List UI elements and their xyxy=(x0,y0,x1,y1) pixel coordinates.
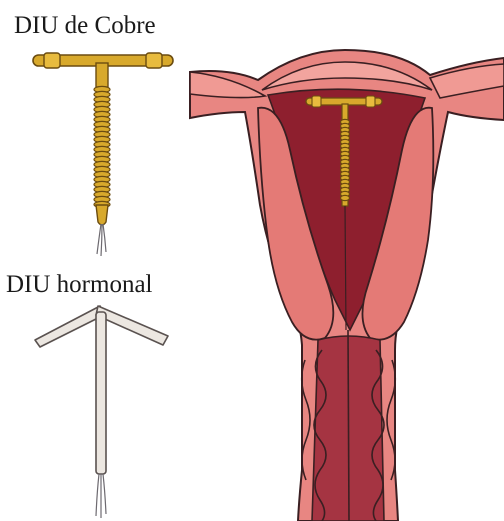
copper-iud-tip xyxy=(96,205,108,225)
inserted-iud-band-right xyxy=(366,96,375,107)
hormonal-iud-left-arm xyxy=(35,306,104,347)
uterus-illustration xyxy=(190,50,504,521)
inserted-iud-coil xyxy=(341,119,350,200)
copper-band-right xyxy=(146,53,162,68)
copper-band-left xyxy=(44,53,60,68)
hormonal-iud-threads xyxy=(96,474,106,518)
copper-coil xyxy=(94,86,110,207)
cervix-midline xyxy=(348,330,349,521)
copper-iud-threads xyxy=(97,224,106,256)
hormonal-iud-illustration xyxy=(35,306,168,518)
hormonal-iud-right-arm xyxy=(96,306,168,345)
copper-iud-stem xyxy=(96,63,108,87)
inserted-iud-band-left xyxy=(312,96,321,107)
copper-iud-illustration xyxy=(33,53,173,256)
hormonal-iud-stem xyxy=(96,312,106,474)
coil-turn xyxy=(341,195,350,200)
